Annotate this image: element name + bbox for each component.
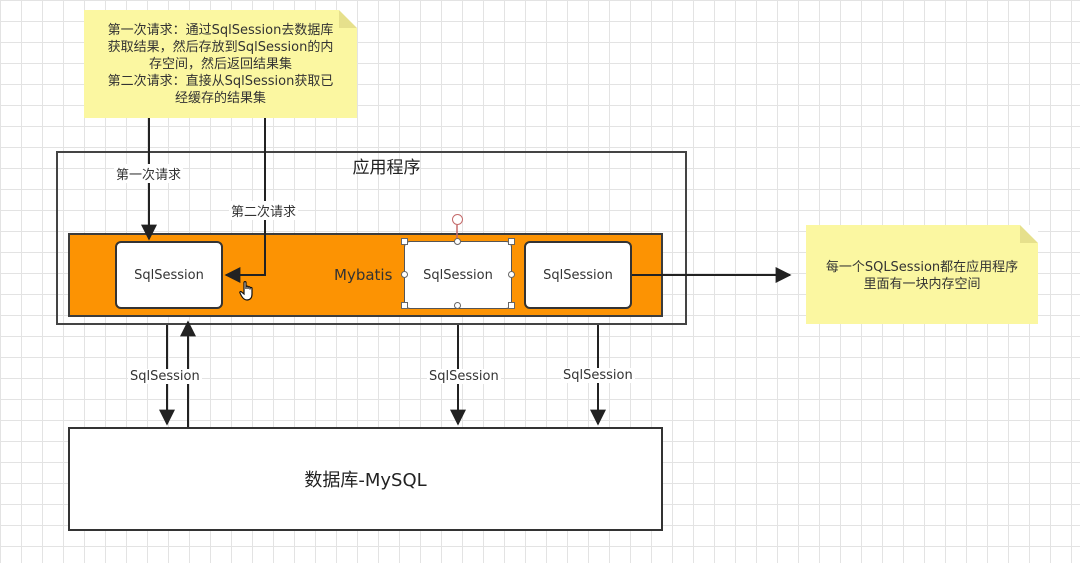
resize-handle-top[interactable] (454, 238, 461, 245)
resize-handle-bottom-right[interactable] (508, 302, 515, 309)
note-line: 存空间，然后返回结果集 (148, 57, 292, 72)
note-line: 第一次请求：通过SqlSession去数据库 (107, 23, 334, 38)
resize-handle-top-left[interactable] (401, 238, 408, 245)
rotate-handle[interactable] (452, 214, 463, 225)
sqlsession-box-1[interactable]: SqlSession (115, 241, 223, 309)
note-caching-explanation[interactable]: 第一次请求：通过SqlSession去数据库 获取结果，然后存放到SqlSess… (84, 10, 357, 118)
database-mysql-box[interactable]: 数据库-MySQL (68, 427, 663, 531)
note-session-memory[interactable]: 每一个SQLSession都在应用程序 里面有一块内存空间 (806, 225, 1038, 324)
mybatis-label: Mybatis (334, 266, 393, 284)
hand-cursor-icon (239, 281, 253, 301)
sqlsession-box-3[interactable]: SqlSession (524, 241, 632, 309)
application-title: 应用程序 (352, 158, 421, 178)
note-line: 第二次请求：直接从SqlSession获取已 (107, 74, 334, 89)
note-fold (1020, 225, 1038, 243)
label-second-request: 第二次请求 (229, 201, 299, 220)
label-sqlsession-left: SqlSession (128, 369, 202, 384)
note-fold (339, 10, 357, 28)
resize-handle-left[interactable] (401, 271, 408, 278)
label-first-request: 第一次请求 (114, 164, 184, 183)
resize-handle-bottom[interactable] (454, 302, 461, 309)
resize-handle-bottom-left[interactable] (401, 302, 408, 309)
arrow-second-request[interactable] (224, 118, 266, 283)
note-line: 获取结果，然后存放到SqlSession的内 (107, 40, 334, 55)
resize-handle-right[interactable] (508, 271, 515, 278)
label-sqlsession-right: SqlSession (561, 368, 635, 383)
note-line: 每一个SQLSession都在应用程序 (825, 260, 1019, 275)
label-sqlsession-middle: SqlSession (427, 369, 501, 384)
note-line: 里面有一块内存空间 (863, 277, 981, 292)
note-line: 经缓存的结果集 (174, 91, 266, 106)
resize-handle-top-right[interactable] (508, 238, 515, 245)
application-container[interactable] (56, 151, 687, 325)
